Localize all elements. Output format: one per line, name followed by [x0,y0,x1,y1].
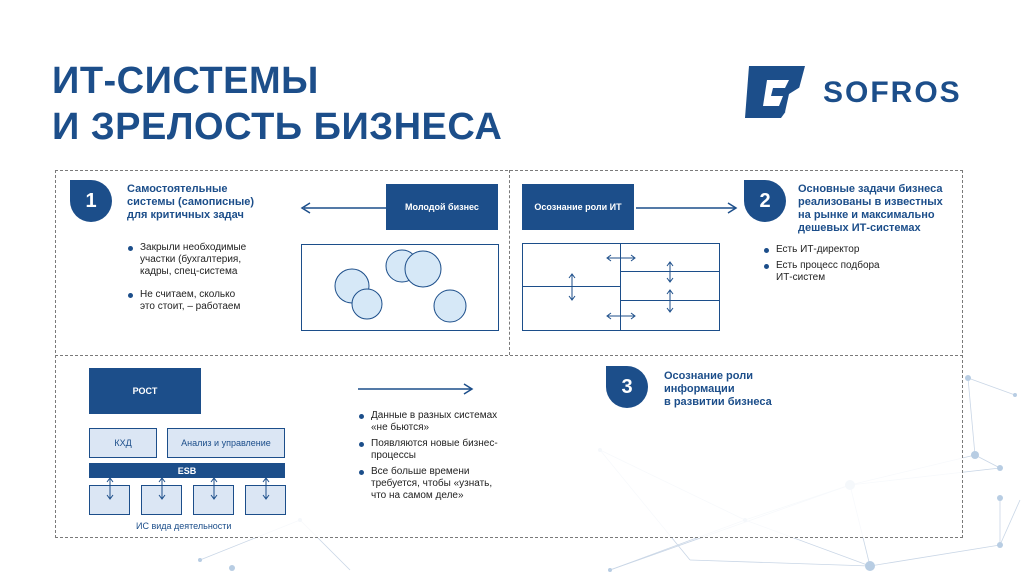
growth-box: РОСТ [89,368,201,414]
network-node [198,558,202,562]
section3-title-line: информации [664,383,735,395]
logo-text: SOFROS [823,76,962,109]
section1-title-line: системы (самописные) [127,196,255,208]
double-arrows [568,254,674,320]
network-node [865,561,875,571]
section2-bullets: Есть ИТ-директор Есть процесс подбора ИТ… [762,244,942,288]
isolated-systems-diagram [301,244,499,331]
network-node [971,451,979,459]
integrated-systems-diagram [522,243,720,331]
section3-title: Осознание роли информации в развитии биз… [664,370,772,409]
analysis-management-box: Анализ и управление [167,428,285,458]
section2-title-line: на рынке и максимально [798,209,935,221]
section1-title-line: для критичных задач [127,209,244,221]
it-role-awareness-box: Осознание роли ИТ [522,184,634,230]
section1-bullets: Закрыли необходимые участки (бухгалтерия… [126,242,296,324]
section3-title-line: в развитии бизнеса [664,396,772,408]
section1-title-line: Самостоятельные [127,183,228,195]
title-line-2: И ЗРЕЛОСТЬ БИЗНЕСА [52,106,503,148]
arrow-right-icon [358,383,474,395]
section1-title: Самостоятельные системы (самописные) для… [127,183,254,222]
section3-number: 3 [621,376,633,398]
list-item: Все больше времени требуется, чтобы «узн… [357,466,537,502]
system-circle [433,289,467,323]
arrow-left-icon [300,202,386,214]
list-item: Есть ИТ-директор [762,244,942,256]
logo-mark-icon [745,66,805,118]
section2-number-badge: 2 [742,178,788,224]
sofros-logo: SOFROS [745,66,985,122]
young-business-box: Молодой бизнес [386,184,498,230]
section1-number-badge: 1 [68,178,114,224]
kxd-box: КХД [89,428,157,458]
section2-number: 2 [759,190,771,212]
esb-bar: ESB [89,463,285,478]
activity-systems-diagram [89,477,286,515]
section2-title-line: Основные задачи бизнеса [798,183,943,195]
network-node [997,495,1003,501]
system-circle [351,288,383,320]
double-arrows [106,477,270,500]
arrow-right-icon [636,202,738,214]
activity-systems-caption: ИС вида деятельности [136,521,232,531]
section2-title-line: дешевых ИТ-системах [798,222,921,234]
list-item: Есть процесс подбора ИТ-систем [762,260,942,284]
list-item: Данные в разных системах «не бьются» [357,410,537,434]
section2-title-line: реализованы в известных [798,196,943,208]
network-node [1013,393,1017,397]
section3-number-badge: 3 [604,364,650,410]
network-node [997,542,1003,548]
section2-title: Основные задачи бизнеса реализованы в из… [798,183,943,235]
section3-bullets: Данные в разных системах «не бьются» Поя… [357,410,537,506]
network-node [997,465,1003,471]
system-circle [404,250,442,288]
network-node [965,375,971,381]
section3-title-line: Осознание роли [664,370,753,382]
list-item: Появляются новые бизнес- процессы [357,438,537,462]
list-item: Закрыли необходимые участки (бухгалтерия… [126,242,296,278]
section1-number: 1 [85,190,97,212]
divider-vertical [509,170,510,355]
network-node [608,568,612,572]
divider-horizontal [55,355,963,356]
page-title: ИТ-СИСТЕМЫ И ЗРЕЛОСТЬ БИЗНЕСА [52,58,572,150]
network-node [229,565,235,571]
title-line-1: ИТ-СИСТЕМЫ [52,60,319,102]
list-item: Не считаем, сколько это стоит, – работае… [126,289,296,313]
